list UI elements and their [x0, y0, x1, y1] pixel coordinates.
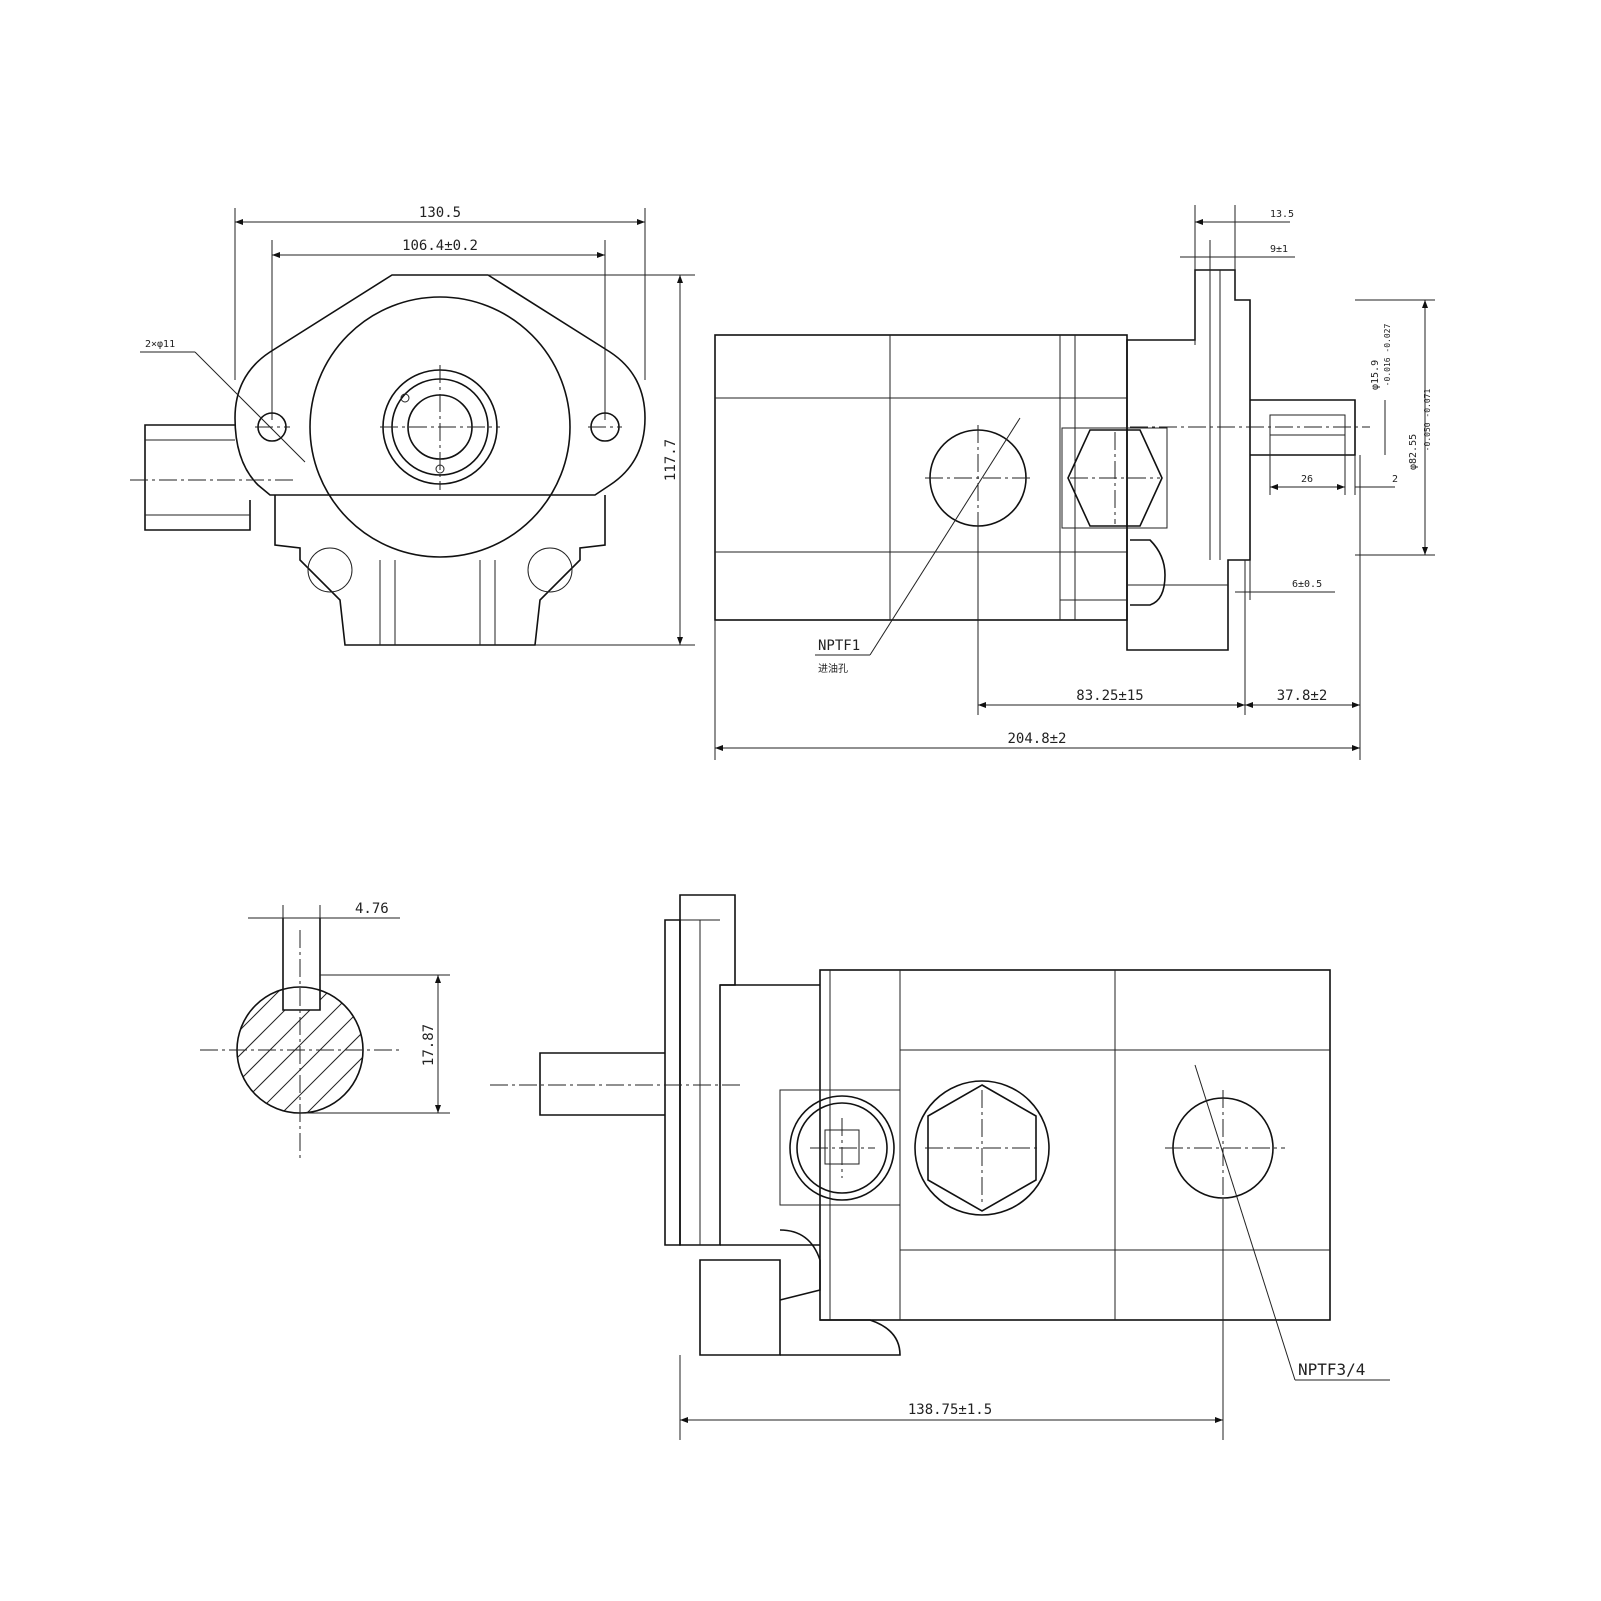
- key: [282, 918, 321, 1011]
- round-plug: [789, 1095, 895, 1201]
- key-section: 4.76 17.87: [200, 901, 450, 1160]
- dim-key-width: 4.76: [355, 901, 389, 917]
- pump-housing-circle: [309, 296, 571, 558]
- dim-2: 2: [1392, 474, 1398, 485]
- dim-hole-spacing: 106.4±0.2: [402, 238, 478, 254]
- dim-holes: 2×φ11: [145, 339, 175, 350]
- dim-pilot-tol: -0.050 -0.071: [1423, 389, 1432, 452]
- bottom-view: NPTF3/4 138.75±1.5: [490, 894, 1390, 1440]
- hex-plug-bottom: [927, 1084, 1037, 1212]
- dim-shaft-tol: -0.016 -0.027: [1383, 324, 1392, 387]
- dim-shaft-dia: φ15.9: [1370, 360, 1381, 390]
- dim-13-5: 13.5: [1270, 209, 1294, 220]
- hex-plug-outer: [914, 1080, 1050, 1216]
- bottom-flange: [679, 894, 736, 1246]
- port-note: 进油孔: [818, 662, 848, 675]
- dim-37: 37.8±2: [1277, 688, 1328, 704]
- side-view: 13.5 9±1 φ15.9 -0.016 -0.027 φ82.55 -0.0…: [714, 205, 1435, 760]
- dim-pilot-dia: φ82.55: [1408, 434, 1419, 470]
- hex-plug: [1067, 429, 1163, 527]
- side-port-boss: [144, 424, 251, 531]
- front-cover: [1126, 269, 1251, 651]
- pump-body: [714, 334, 1128, 621]
- dim-overall: 204.8±2: [1007, 731, 1066, 747]
- dim-height: 117.7: [663, 439, 679, 481]
- mounting-flange: [234, 274, 646, 496]
- pump-body-lower: [274, 495, 606, 646]
- port-label-nptf1: NPTF1: [818, 638, 860, 654]
- dim-26: 26: [1301, 474, 1313, 485]
- bottom-shaft: [539, 1052, 665, 1116]
- dim-length: 138.75±1.5: [908, 1402, 992, 1418]
- dim-overall-width: 130.5: [419, 205, 461, 221]
- dim-83: 83.25±15: [1076, 688, 1143, 704]
- dim-key-height: 17.87: [421, 1024, 437, 1066]
- dim-9: 9±1: [1270, 244, 1288, 255]
- bottom-body: [819, 969, 1331, 1321]
- port-label-nptf3-4: NPTF3/4: [1298, 1360, 1365, 1379]
- dim-6: 6±0.5: [1292, 579, 1322, 590]
- front-view: 130.5 106.4±0.2: [130, 205, 695, 646]
